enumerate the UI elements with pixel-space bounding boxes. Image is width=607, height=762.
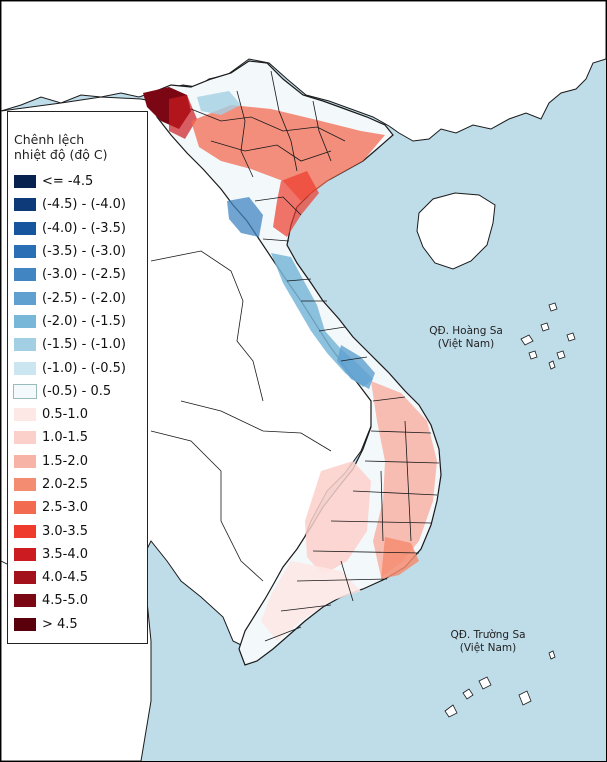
legend-label: (-3.0) - (-2.5) xyxy=(42,267,126,283)
legend-swatch xyxy=(14,175,36,189)
legend-label: (-4.0) - (-3.5) xyxy=(42,220,126,236)
legend-label: 1.0-1.5 xyxy=(42,430,89,446)
legend-item: 2.0-2.5 xyxy=(14,473,147,496)
legend-item: 4.5-5.0 xyxy=(14,589,147,612)
hoang-sa-country: (Việt Nam) xyxy=(437,338,495,350)
legend-swatch xyxy=(14,291,36,305)
legend-title: Chênh lệch nhiệt độ (độ C) xyxy=(14,132,147,162)
cool-zone-north-central xyxy=(271,253,373,387)
legend-item: 1.5-2.0 xyxy=(14,450,147,473)
legend-swatch xyxy=(13,383,37,399)
spratly-islands xyxy=(444,650,556,718)
legend-title-line2: nhiệt độ (độ C) xyxy=(14,147,108,162)
legend-swatch xyxy=(14,338,36,352)
legend-label: 3.0-3.5 xyxy=(42,523,89,539)
heat-zone-south xyxy=(261,561,361,641)
legend-item: 1.0-1.5 xyxy=(14,426,147,449)
legend-swatch xyxy=(14,431,36,445)
legend-item: <= -4.5 xyxy=(14,170,147,193)
legend-label: 3.5-4.0 xyxy=(42,546,89,562)
legend-item: (-4.5) - (-4.0) xyxy=(14,193,147,216)
legend-swatch xyxy=(14,408,36,422)
legend-swatch xyxy=(14,221,36,235)
hoang-sa-name: QĐ. Hoàng Sa xyxy=(429,325,503,337)
heat-zone-highlands xyxy=(305,461,371,575)
heat-zone-central-coast xyxy=(371,381,437,577)
legend-swatch xyxy=(14,314,36,328)
truong-sa-name: QĐ. Trường Sa xyxy=(450,629,526,641)
legend-label: 0.5-1.0 xyxy=(42,407,89,423)
label-truong-sa: QĐ. Trường Sa (Việt Nam) xyxy=(433,629,543,655)
legend-item: (-2.5) - (-2.0) xyxy=(14,286,147,309)
legend-item: (-2.0) - (-1.5) xyxy=(14,310,147,333)
heat-zone-northwest-2 xyxy=(169,95,197,139)
cool-zone-central xyxy=(337,345,375,389)
legend-item: 3.5-4.0 xyxy=(14,543,147,566)
legend-item: 0.5-1.0 xyxy=(14,403,147,426)
legend-item: (-0.5) - 0.5 xyxy=(13,380,147,403)
legend-label: 2.5-3.0 xyxy=(42,500,89,516)
legend-swatch xyxy=(14,501,36,515)
hainan-island xyxy=(416,192,496,270)
legend-swatch xyxy=(14,571,36,585)
legend-swatch xyxy=(14,268,36,282)
legend-label: 4.5-5.0 xyxy=(42,593,89,609)
label-hoang-sa: QĐ. Hoàng Sa (Việt Nam) xyxy=(411,325,521,351)
legend-label: (-3.5) - (-3.0) xyxy=(42,244,126,260)
paracel-islands xyxy=(520,302,576,370)
cool-zone-upper xyxy=(197,91,241,115)
heat-zone-south-central xyxy=(381,537,419,579)
legend-swatch xyxy=(14,198,36,212)
legend-item: > 4.5 xyxy=(14,613,147,636)
legend-item: (-3.0) - (-2.5) xyxy=(14,263,147,286)
legend-swatch xyxy=(14,524,36,538)
legend-label: (-0.5) - 0.5 xyxy=(42,383,112,399)
legend-label: <= -4.5 xyxy=(42,174,94,190)
legend-title-line1: Chênh lệch xyxy=(14,132,85,147)
legend-item: 4.0-4.5 xyxy=(14,566,147,589)
legend-item: (-3.5) - (-3.0) xyxy=(14,240,147,263)
legend-item: (-1.5) - (-1.0) xyxy=(14,333,147,356)
legend-swatch xyxy=(14,547,36,561)
legend-swatch xyxy=(14,361,36,375)
legend-item: (-4.0) - (-3.5) xyxy=(14,217,147,240)
legend-item: 2.5-3.0 xyxy=(14,496,147,519)
legend-label: (-2.0) - (-1.5) xyxy=(42,313,126,329)
legend-label: 2.0-2.5 xyxy=(42,477,89,492)
legend-label: (-2.5) - (-2.0) xyxy=(42,290,126,306)
legend-swatch xyxy=(14,454,36,468)
heat-zone-north xyxy=(191,105,385,201)
map-legend: Chênh lệch nhiệt độ (độ C) <= -4.5 (-4.5)… xyxy=(7,111,148,644)
heat-zone-delta xyxy=(273,171,319,237)
legend-label: (-1.5) - (-1.0) xyxy=(42,337,126,353)
legend-items: <= -4.5 (-4.5) - (-4.0) (-4.0) - (-3.5) (-3… xyxy=(13,170,147,636)
legend-swatch xyxy=(14,617,36,631)
legend-swatch xyxy=(14,594,36,608)
legend-swatch xyxy=(14,478,36,491)
legend-label: (-4.5) - (-4.0) xyxy=(42,197,126,213)
legend-label: 4.0-4.5 xyxy=(42,570,89,586)
legend-label: 1.5-2.0 xyxy=(42,453,89,469)
legend-label: (-1.0) - (-0.5) xyxy=(42,360,126,376)
china-landmass xyxy=(1,1,606,142)
legend-item: 3.0-3.5 xyxy=(14,519,147,542)
legend-swatch xyxy=(14,245,36,259)
legend-label: > 4.5 xyxy=(42,616,78,632)
legend-item: (-1.0) - (-0.5) xyxy=(14,356,147,379)
province-borders xyxy=(190,70,440,642)
truong-sa-country: (Việt Nam) xyxy=(459,642,517,654)
cool-zone-northwest xyxy=(227,197,263,237)
